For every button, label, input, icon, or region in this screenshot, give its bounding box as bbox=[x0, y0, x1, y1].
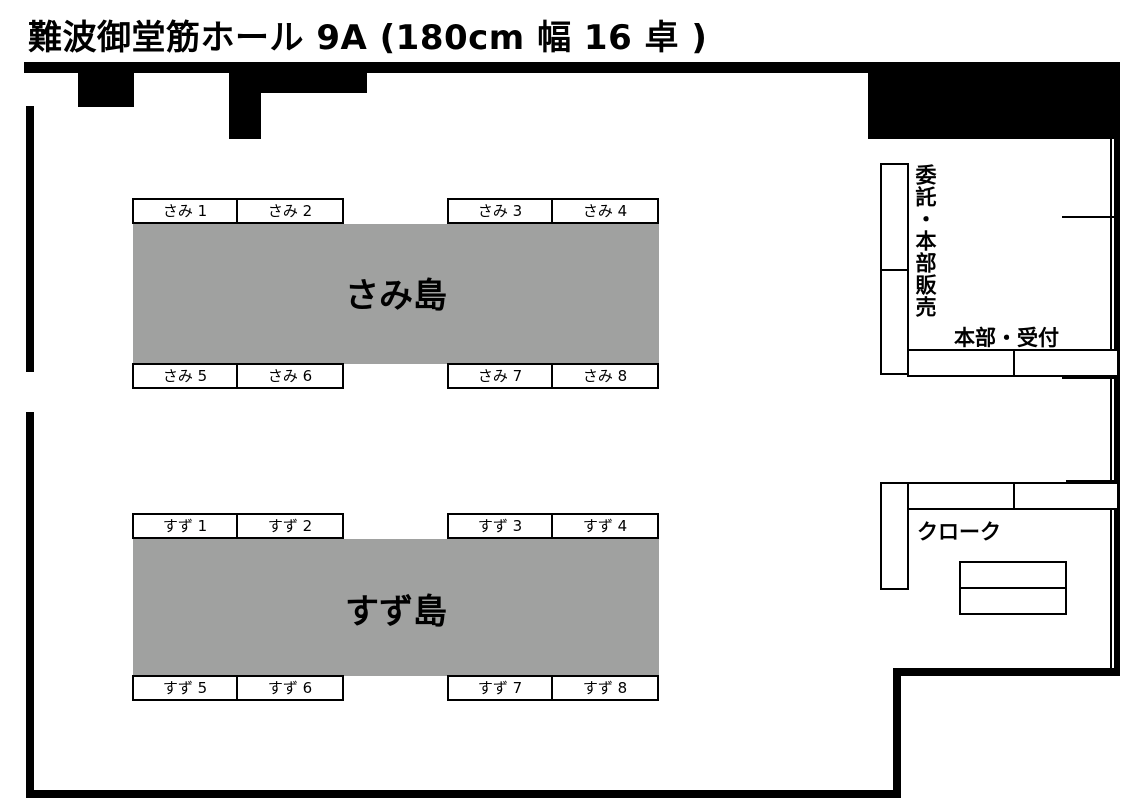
top-wall bbox=[24, 62, 1120, 73]
page-title: 難波御堂筋ホール 9A (180cm 幅 16 卓 ) bbox=[28, 18, 708, 58]
reception-table-2 bbox=[1013, 349, 1119, 377]
consign-area-label: 委託・本部販売 bbox=[913, 164, 937, 318]
reception-area-label: 本部・受付 bbox=[954, 326, 1059, 350]
cloak-rack-2 bbox=[959, 587, 1067, 615]
left-wall-upper bbox=[26, 106, 34, 372]
table-sami-2: さみ 2 bbox=[236, 198, 344, 224]
island-sami bbox=[133, 224, 659, 364]
table-suzu-2: すず 2 bbox=[236, 513, 344, 539]
table-sami-3: さみ 3 bbox=[447, 198, 553, 224]
right-step-wall bbox=[893, 668, 1120, 676]
table-suzu-7: すず 7 bbox=[447, 675, 553, 701]
table-suzu-8: すず 8 bbox=[551, 675, 659, 701]
table-suzu-4: すず 4 bbox=[551, 513, 659, 539]
bottom-right-step-wall bbox=[893, 668, 901, 798]
bottom-wall bbox=[26, 790, 900, 798]
right-wall-inner bbox=[1110, 138, 1112, 674]
pillar-middle-top bbox=[229, 73, 367, 93]
table-sami-6: さみ 6 bbox=[236, 363, 344, 389]
table-suzu-5: すず 5 bbox=[132, 675, 238, 701]
cloak-table-vertical bbox=[880, 482, 909, 590]
left-wall-lower bbox=[26, 412, 34, 798]
table-sami-4: さみ 4 bbox=[551, 198, 659, 224]
cloak-table-1 bbox=[907, 482, 1015, 510]
table-suzu-3: すず 3 bbox=[447, 513, 553, 539]
cloak-area-label: クローク bbox=[917, 520, 1001, 544]
table-suzu-1: すず 1 bbox=[132, 513, 238, 539]
table-sami-1: さみ 1 bbox=[132, 198, 238, 224]
consign-table-1 bbox=[880, 163, 909, 271]
table-sami-8: さみ 8 bbox=[551, 363, 659, 389]
right-wall bbox=[1114, 138, 1120, 674]
consign-table-2 bbox=[880, 269, 909, 375]
cloak-table-2 bbox=[1013, 482, 1119, 510]
table-sami-7: さみ 7 bbox=[447, 363, 553, 389]
island-sami-label: さみ島 bbox=[345, 276, 447, 316]
table-sami-5: さみ 5 bbox=[132, 363, 238, 389]
island-suzu-label: すず島 bbox=[345, 592, 447, 632]
corner-block bbox=[868, 73, 1120, 139]
cloak-rack-1 bbox=[959, 561, 1067, 589]
island-suzu bbox=[133, 539, 659, 676]
pillar-left bbox=[78, 73, 134, 107]
reception-table-1 bbox=[907, 349, 1015, 377]
table-suzu-6: すず 6 bbox=[236, 675, 344, 701]
